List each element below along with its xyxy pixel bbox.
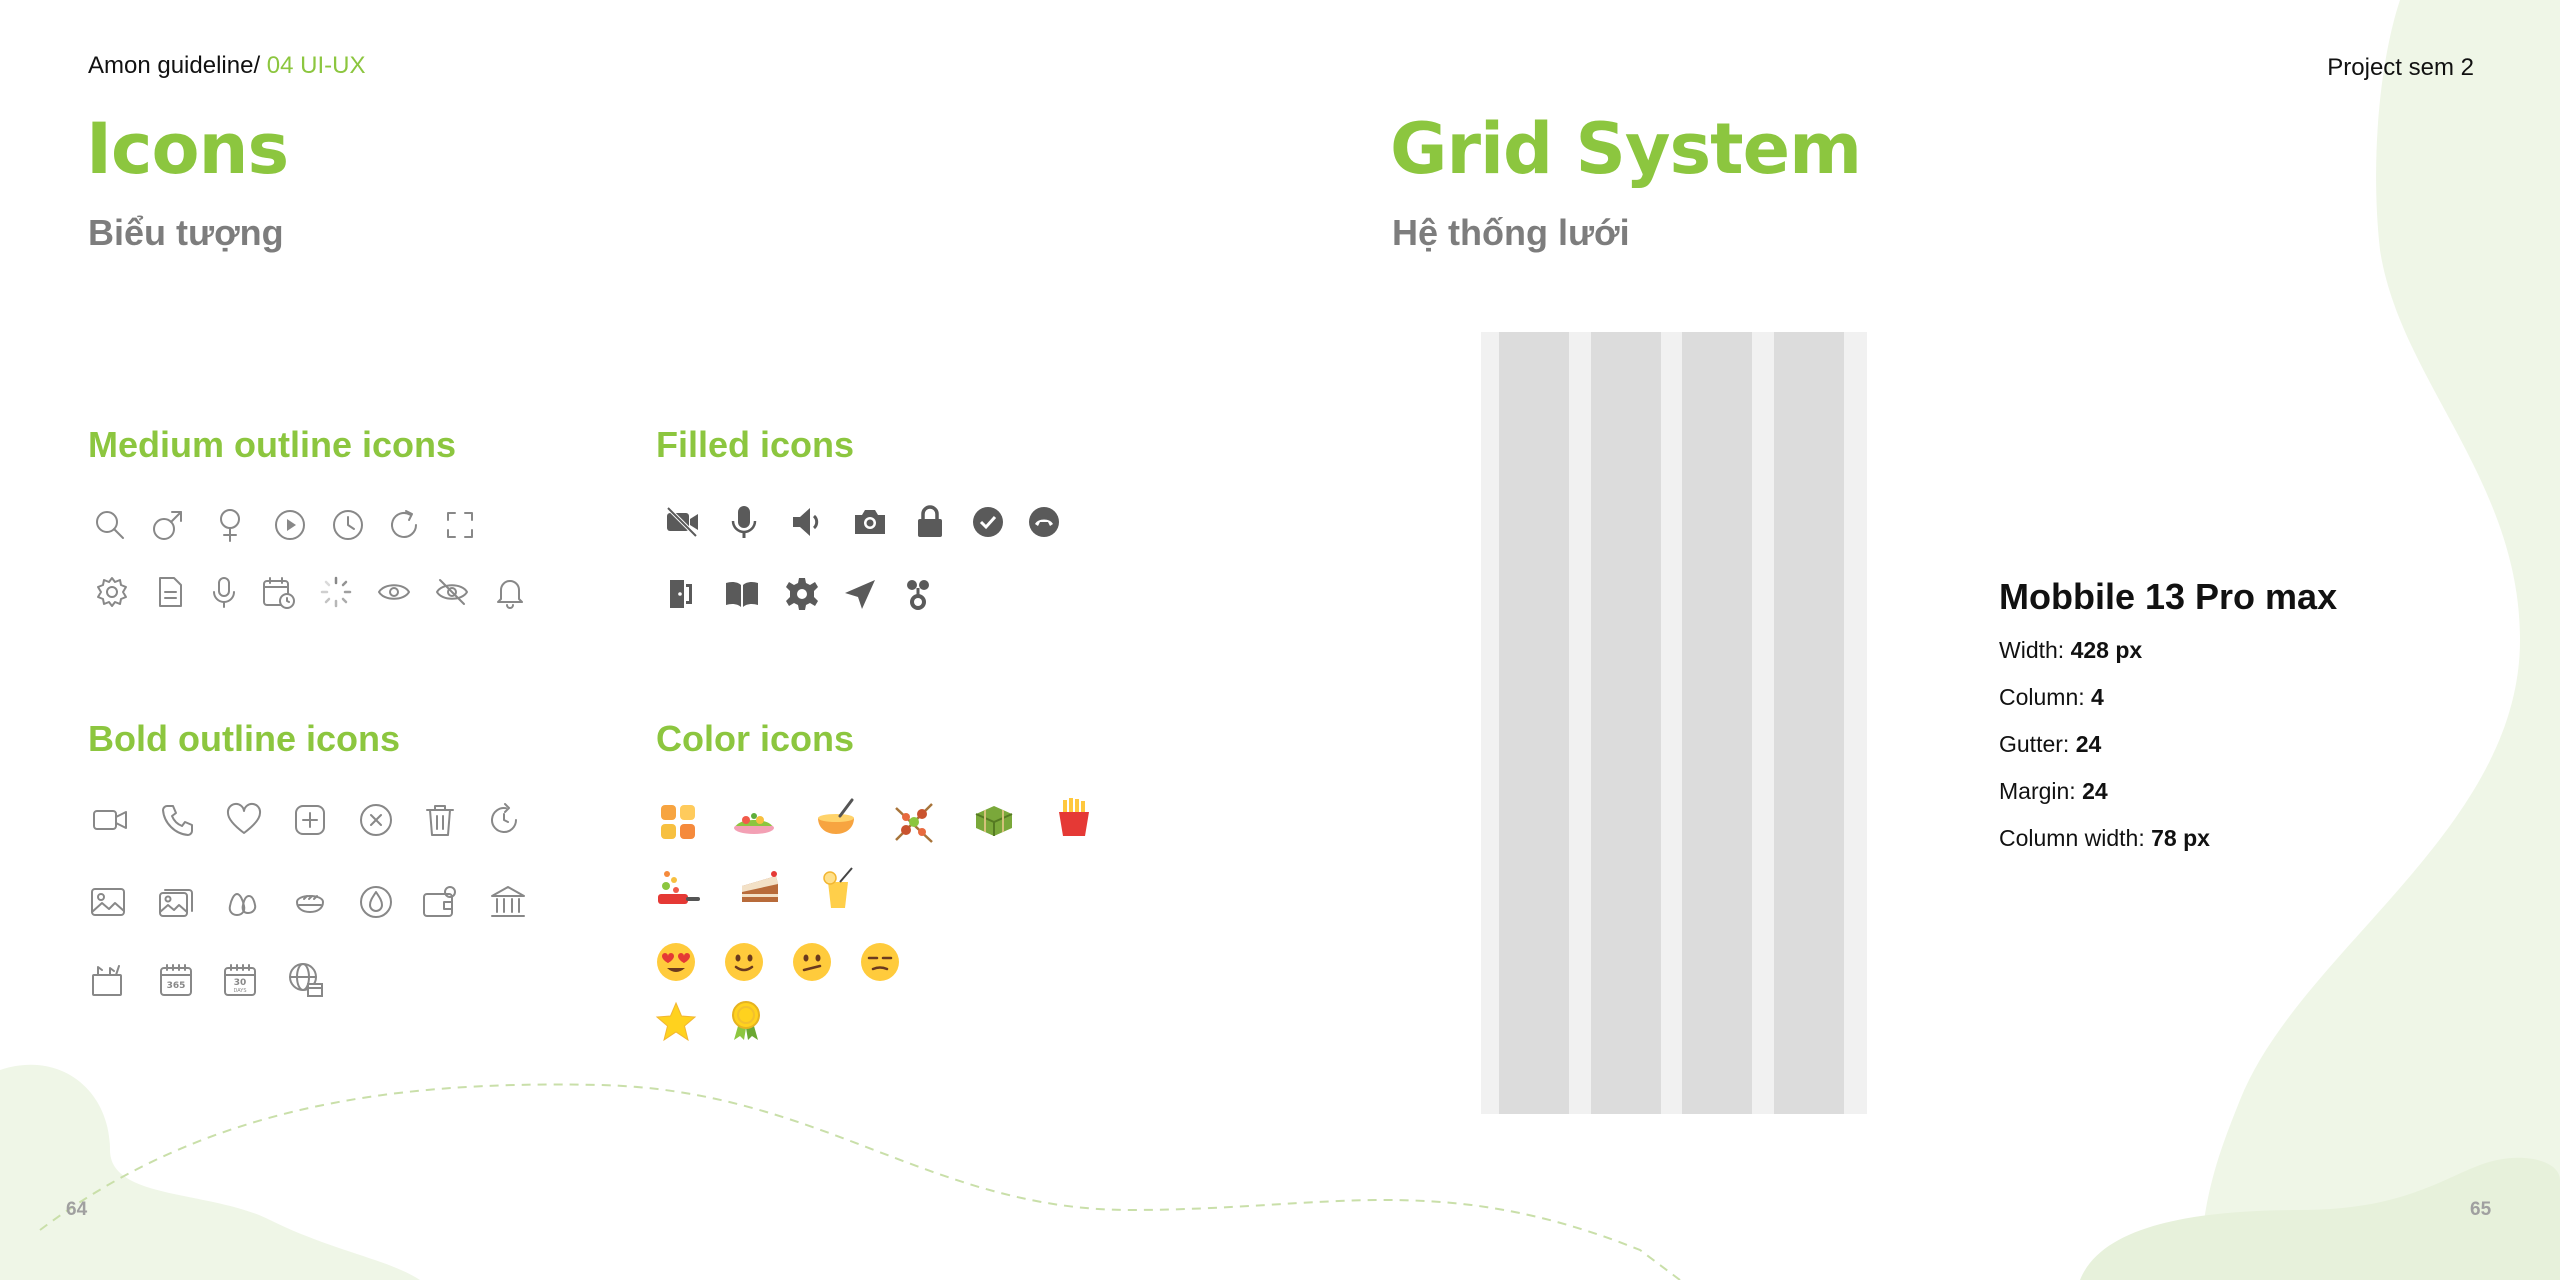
- grid-column: [1682, 332, 1752, 1114]
- category-grid-icon: [654, 798, 702, 846]
- svg-text:30: 30: [234, 978, 247, 988]
- icons-subtitle: Biểu tượng: [88, 212, 284, 253]
- fries-icon: [1050, 794, 1098, 842]
- eye-off-icon: [432, 572, 472, 612]
- microphone-icon: [724, 502, 764, 542]
- soup-bowl-icon: [812, 794, 860, 842]
- spec-column: Column: 4: [1999, 684, 2104, 711]
- spec-gutter-label: Gutter:: [1999, 731, 2070, 757]
- star-icon: [652, 998, 700, 1046]
- device-title: Mobbile 13 Pro max: [1999, 576, 2338, 617]
- search-icon: [90, 505, 130, 545]
- spec-width: Width: 428 px: [1999, 637, 2142, 664]
- video-off-icon: [662, 502, 702, 542]
- page-number-right: 65: [2470, 1199, 2492, 1220]
- eggs-icon: [222, 882, 262, 922]
- settings-icon: [92, 572, 132, 612]
- eye-icon: [374, 572, 414, 612]
- spec-gutter: Gutter: 24: [1999, 731, 2101, 758]
- grid-column: [1499, 332, 1569, 1114]
- bell-icon: [490, 572, 530, 612]
- grocery-bag-icon: [88, 960, 128, 1000]
- spec-width-label: Width:: [1999, 637, 2065, 663]
- camera-icon: [850, 502, 890, 542]
- door-exit-icon: [662, 574, 702, 614]
- smile-emoji-icon: [720, 938, 768, 986]
- refresh-icon: [384, 505, 424, 545]
- document-icon: [150, 572, 190, 612]
- icons-title: Icons: [86, 108, 289, 190]
- grid-preview: [1481, 332, 1867, 1114]
- spec-column-width-value: 78 px: [2151, 825, 2210, 851]
- grid-system-subtitle: Hệ thống lưới: [1392, 212, 1630, 253]
- filled-title: Filled icons: [656, 424, 855, 465]
- phone-end-icon: [1024, 502, 1064, 542]
- bold-outline-title: Bold outline icons: [88, 718, 400, 759]
- female-icon: [210, 505, 250, 545]
- close-circle-icon: [356, 800, 396, 840]
- wallet-icon: [420, 882, 460, 922]
- grid-system-title: Grid System: [1390, 108, 1862, 190]
- gear-icon: [782, 574, 822, 614]
- calendar-clock-icon: [258, 572, 298, 612]
- spec-margin: Margin: 24: [1999, 778, 2108, 805]
- heart-icon: [224, 800, 264, 840]
- drop-circle-icon: [356, 882, 396, 922]
- spec-margin-label: Margin:: [1999, 778, 2076, 804]
- spec-gutter-value: 24: [2075, 731, 2102, 757]
- fullscreen-icon: [440, 505, 480, 545]
- cooking-pan-icon: [654, 864, 702, 912]
- sticky-rice-cake-icon: [970, 794, 1018, 842]
- confused-emoji-icon: [788, 938, 836, 986]
- page-number-left: 64: [66, 1199, 88, 1220]
- loading-icon: [316, 572, 356, 612]
- svg-text:365: 365: [167, 981, 186, 991]
- spec-column-width-label: Column width:: [1999, 825, 2145, 851]
- image-icon: [88, 882, 128, 922]
- rotate-icon: [484, 800, 524, 840]
- skewer-icon: [890, 798, 938, 846]
- juice-icon: [816, 864, 864, 912]
- clock-icon: [328, 505, 368, 545]
- cake-slice-icon: [736, 864, 784, 912]
- heart-eyes-emoji-icon: [652, 938, 700, 986]
- spec-column-width: Column width: 78 px: [1999, 825, 2210, 852]
- medal-icon: [722, 996, 770, 1044]
- gallery-icon: [156, 882, 196, 922]
- project-label: Project sem 2: [2327, 54, 2474, 81]
- color-title: Color icons: [656, 718, 855, 759]
- salad-icon: [730, 798, 778, 846]
- video-icon: [90, 800, 130, 840]
- medium-outline-title: Medium outline icons: [88, 424, 457, 465]
- svg-text:DAYS: DAYS: [233, 988, 246, 994]
- breadcrumb-section: 04 UI-UX: [260, 52, 366, 79]
- bread-icon: [290, 882, 330, 922]
- spec-margin-value: 24: [2082, 778, 2108, 804]
- phone-icon: [158, 800, 198, 840]
- check-circle-icon: [968, 502, 1008, 542]
- play-circle-icon: [270, 505, 310, 545]
- lock-icon: [910, 502, 950, 542]
- spec-width-value: 428 px: [2070, 637, 2143, 663]
- speaker-icon: [786, 502, 826, 542]
- breadcrumb-prefix: Amon guideline/: [88, 52, 261, 79]
- calendar-365-icon: 365: [156, 960, 196, 1000]
- send-icon: [840, 574, 880, 614]
- trash-icon: [420, 800, 460, 840]
- spec-column-label: Column:: [1999, 684, 2085, 710]
- grid-column: [1591, 332, 1661, 1114]
- book-icon: [722, 574, 762, 614]
- spec-column-value: 4: [2091, 684, 2104, 710]
- plus-square-icon: [290, 800, 330, 840]
- breadcrumb: Amon guideline/ 04 UI-UX: [88, 52, 366, 80]
- bank-icon: [488, 882, 528, 922]
- globe-calendar-icon: [286, 960, 326, 1000]
- microphone-icon: [204, 572, 244, 612]
- flower-icon: [898, 574, 938, 614]
- grid-column: [1774, 332, 1844, 1114]
- male-icon: [148, 505, 188, 545]
- unamused-emoji-icon: [856, 938, 904, 986]
